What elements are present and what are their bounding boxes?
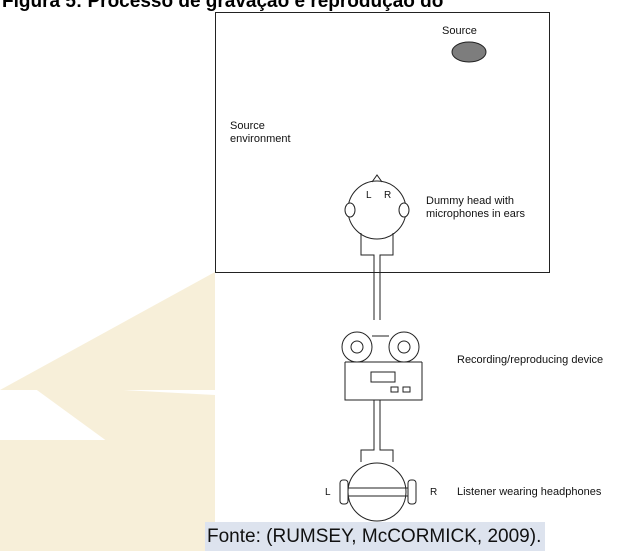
listener-head xyxy=(339,445,417,522)
figure-caption: Fonte: (RUMSEY, McCORMICK, 2009). xyxy=(205,522,546,551)
figure-title: Figura 5: Processo de gravação e reprodu… xyxy=(2,0,444,12)
dummy-head-left-ear-label: L xyxy=(366,190,372,201)
listener-right-label: R xyxy=(430,487,438,498)
dummy-head-right-ear-label: R xyxy=(384,190,392,201)
background-triangle-lower-left xyxy=(30,385,215,520)
listener-label: Listener wearing headphones xyxy=(457,486,602,498)
dummy-head-label: Dummy head with microphones in ears xyxy=(426,195,526,220)
dummy-head xyxy=(344,174,410,272)
recording-device-label: Recording/reproducing device xyxy=(457,354,604,366)
recording-device xyxy=(341,331,423,401)
source-environment-label: Source environment xyxy=(230,120,291,145)
source-shape xyxy=(451,41,487,63)
background-triangle-upper xyxy=(0,272,215,390)
source-label: Source xyxy=(442,25,477,37)
listener-left-label: L xyxy=(325,487,331,498)
